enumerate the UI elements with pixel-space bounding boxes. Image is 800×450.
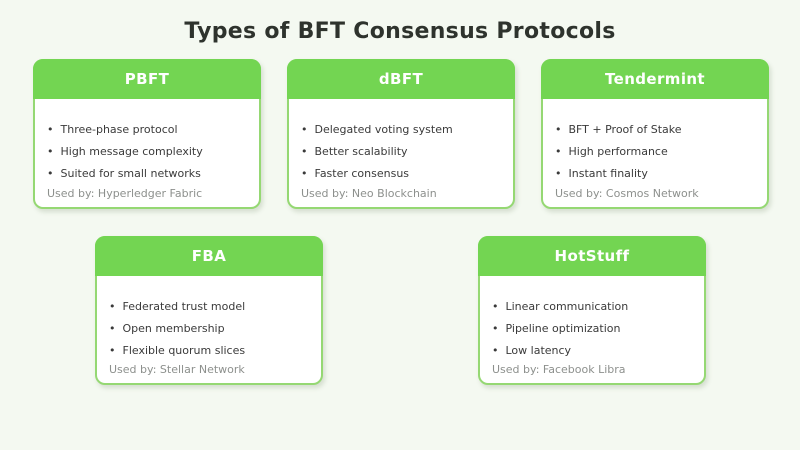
card-header: HotStuff bbox=[478, 236, 706, 276]
card-bullet-list: Linear communication Pipeline optimizati… bbox=[480, 276, 704, 357]
card-used-by: Used by: Stellar Network bbox=[109, 363, 245, 376]
card-title: HotStuff bbox=[554, 247, 630, 265]
bullet-item: Flexible quorum slices bbox=[109, 345, 309, 357]
card-title: PBFT bbox=[124, 70, 170, 88]
page-title: Types of BFT Consensus Protocols bbox=[184, 19, 616, 44]
card-header: dBFT bbox=[287, 59, 515, 99]
bullet-item: Low latency bbox=[492, 345, 692, 357]
bullet-item: Instant finality bbox=[555, 168, 755, 180]
card-header: Tendermint bbox=[541, 59, 769, 99]
bullet-item: High performance bbox=[555, 146, 755, 158]
card-used-by: Used by: Cosmos Network bbox=[555, 187, 699, 200]
bullet-item: Suited for small networks bbox=[47, 168, 247, 180]
card-bullet-list: Federated trust model Open membership Fl… bbox=[97, 276, 321, 357]
bullet-item: BFT + Proof of Stake bbox=[555, 124, 755, 136]
card-header: FBA bbox=[95, 236, 323, 276]
protocol-card-pbft: PBFT Three-phase protocol High message c… bbox=[33, 59, 261, 209]
protocol-card-hotstuff: HotStuff Linear communication Pipeline o… bbox=[478, 236, 706, 385]
bullet-item: Open membership bbox=[109, 323, 309, 335]
card-title: dBFT bbox=[378, 70, 424, 88]
card-bullet-list: Three-phase protocol High message comple… bbox=[35, 99, 259, 180]
bullet-item: Faster consensus bbox=[301, 168, 501, 180]
card-used-by: Used by: Neo Blockchain bbox=[301, 187, 437, 200]
card-title: Tendermint bbox=[604, 70, 706, 88]
protocol-card-tendermint: Tendermint BFT + Proof of Stake High per… bbox=[541, 59, 769, 209]
card-title: FBA bbox=[191, 247, 227, 265]
card-header: PBFT bbox=[33, 59, 261, 99]
bullet-item: Federated trust model bbox=[109, 301, 309, 313]
bullet-item: Delegated voting system bbox=[301, 124, 501, 136]
card-bullet-list: BFT + Proof of Stake High performance In… bbox=[543, 99, 767, 180]
protocol-card-dbft: dBFT Delegated voting system Better scal… bbox=[287, 59, 515, 209]
bullet-item: Linear communication bbox=[492, 301, 692, 313]
bullet-item: Pipeline optimization bbox=[492, 323, 692, 335]
bullet-item: Better scalability bbox=[301, 146, 501, 158]
card-used-by: Used by: Hyperledger Fabric bbox=[47, 187, 203, 200]
bullet-item: High message complexity bbox=[47, 146, 247, 158]
card-used-by: Used by: Facebook Libra bbox=[492, 363, 626, 376]
card-bullet-list: Delegated voting system Better scalabili… bbox=[289, 99, 513, 180]
protocol-card-fba: FBA Federated trust model Open membershi… bbox=[95, 236, 323, 385]
bullet-item: Three-phase protocol bbox=[47, 124, 247, 136]
